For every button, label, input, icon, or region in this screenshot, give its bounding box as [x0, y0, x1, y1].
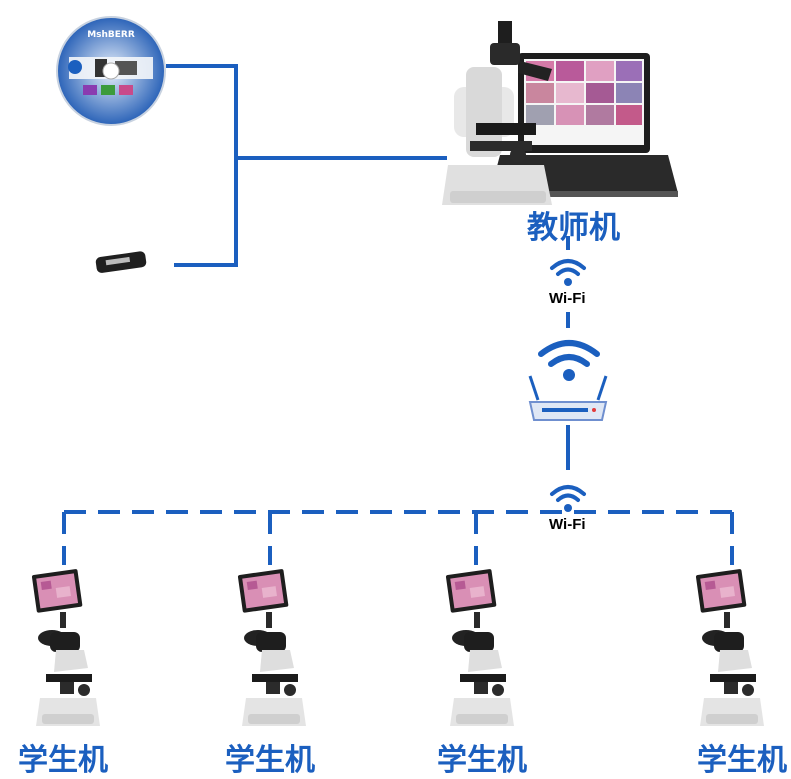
wifi-label-top: Wi-Fi [549, 290, 586, 307]
router-icon [528, 375, 608, 421]
router-wifi-icon [538, 340, 600, 381]
teacher-label: 教师机 [527, 210, 620, 246]
software-cd-icon: MshBERR [56, 16, 166, 126]
cd-brand-text: MshBERR [87, 30, 135, 40]
student-label-1: 学生机 [18, 743, 108, 778]
cd-connector [166, 64, 238, 267]
student-label-3: 学生机 [437, 743, 527, 778]
wifi-icon [550, 485, 586, 512]
digital-microscope-icon [31, 569, 100, 726]
digital-microscope-icon [445, 569, 514, 726]
wifi-icon [550, 259, 586, 286]
microscope-laptop-icon [442, 21, 678, 205]
digital-microscope-icon [695, 569, 764, 726]
wifi-label-bottom: Wi-Fi [549, 516, 586, 533]
digital-microscope-icon [237, 569, 306, 726]
student-label-2: 学生机 [225, 743, 315, 778]
student-label-4: 学生机 [697, 743, 787, 778]
usb-dongle-icon [95, 251, 147, 273]
